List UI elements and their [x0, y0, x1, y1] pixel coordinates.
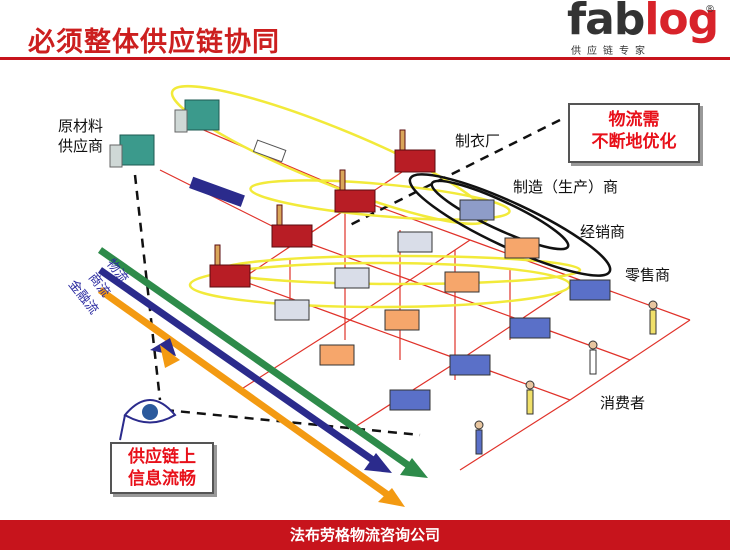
callout-info-flow: 供应链上 信息流畅 [110, 442, 214, 494]
registered-mark: ® [705, 4, 715, 15]
logo-log: log [644, 0, 719, 45]
logo-fab: fab [567, 0, 645, 45]
label-raw-material-supplier: 原材料 供应商 [58, 117, 104, 155]
label-distributor: 经销商 [580, 223, 626, 241]
commerce-arrowhead [364, 453, 392, 473]
finance-arrowhead [378, 488, 405, 507]
raw-material-supplier-icon [109, 99, 220, 168]
footer-bar: 法布劳格物流咨询公司 [0, 520, 730, 550]
label-retailer: 零售商 [625, 266, 671, 284]
callout-logistics-optimize: 物流需 不断地优化 [568, 103, 700, 163]
consumer-figures [474, 300, 658, 455]
sight-lines [133, 118, 561, 437]
factory-icons [209, 129, 436, 288]
supply-chain-diagram [97, 84, 691, 507]
finance-back-arrowhead [160, 345, 180, 368]
finance-arrow [97, 287, 398, 503]
eye-icon [119, 399, 177, 441]
fablog-logo: fablog ® 供应链专家 [565, 0, 725, 57]
coordination-ellipses [170, 84, 612, 309]
commerce-back-arrowhead [150, 338, 176, 356]
page-title: 必须整体供应链协同 [28, 27, 280, 58]
commerce-arrow [97, 267, 383, 468]
flow-arrows [97, 247, 418, 503]
logo-wordmark: fablog [567, 0, 719, 45]
warehouse-icons [274, 199, 611, 411]
label-manufacturer: 制造（生产）商 [513, 178, 619, 196]
logo-tagline: 供应链专家 [571, 46, 651, 57]
title-divider [0, 57, 730, 60]
logistics-arrow [97, 247, 418, 473]
footer-company-name: 法布劳格物流咨询公司 [289, 526, 440, 544]
logistics-arrowhead [400, 458, 428, 478]
label-consumer: 消费者 [600, 394, 646, 412]
transport-icons [189, 139, 287, 207]
label-garment-factory: 制衣厂 [455, 132, 501, 150]
